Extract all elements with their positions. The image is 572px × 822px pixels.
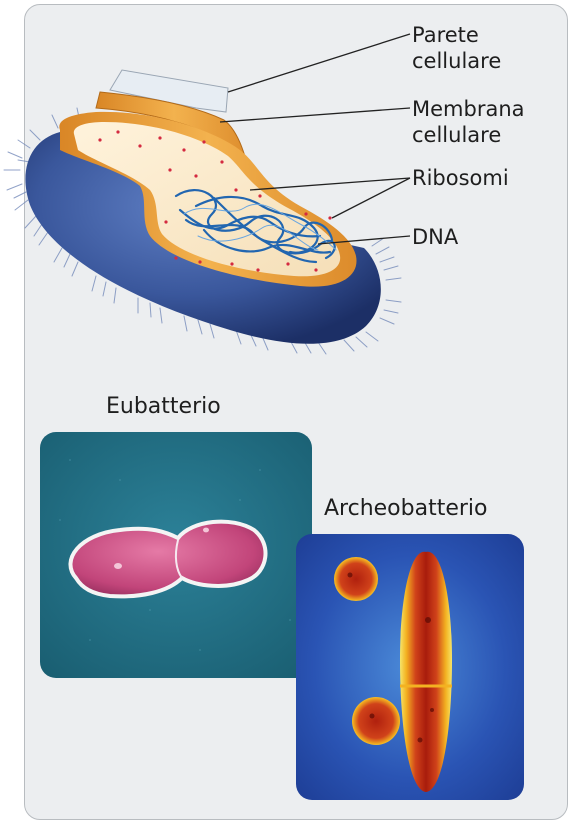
archaebacterium-photo	[296, 534, 524, 800]
eubacterium-caption: Eubatterio	[106, 394, 221, 419]
cell-wall-label: Parete cellulare	[412, 22, 501, 74]
archaebacterium-caption: Archeobatterio	[324, 496, 488, 521]
bacterium-illustration	[4, 34, 410, 354]
eubacterium-cell	[70, 522, 265, 597]
archaebacterium-rod	[400, 552, 452, 792]
archaebacterium-coccus-2	[352, 697, 400, 745]
cell-membrane-label: Membrana cellulare	[412, 96, 525, 148]
dna-label: DNA	[412, 224, 458, 250]
ribosomes-label: Ribosomi	[412, 165, 509, 191]
archaebacterium-coccus-1	[334, 557, 378, 601]
eubacterium-photo	[40, 432, 312, 678]
